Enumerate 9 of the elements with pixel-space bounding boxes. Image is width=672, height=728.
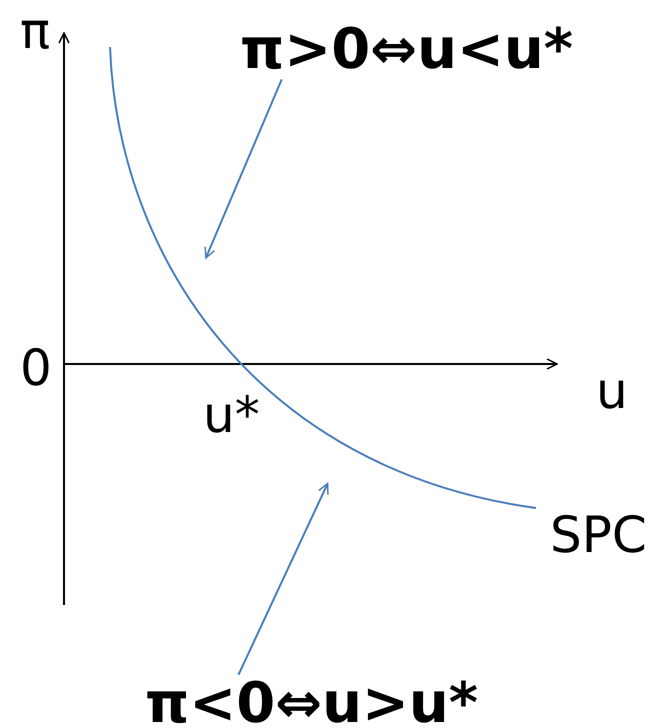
axis-value-label: u* xyxy=(203,390,260,440)
axis-label: u xyxy=(596,366,628,416)
arrow xyxy=(238,482,329,676)
arrow xyxy=(204,79,283,259)
condition-text: π<0⇔u>u* xyxy=(145,676,478,728)
condition-text: π>0⇔u<u* xyxy=(240,22,574,78)
axis-label: 0 xyxy=(20,343,52,393)
axis-label: π xyxy=(20,6,50,56)
curve-label: SPC xyxy=(550,510,647,560)
